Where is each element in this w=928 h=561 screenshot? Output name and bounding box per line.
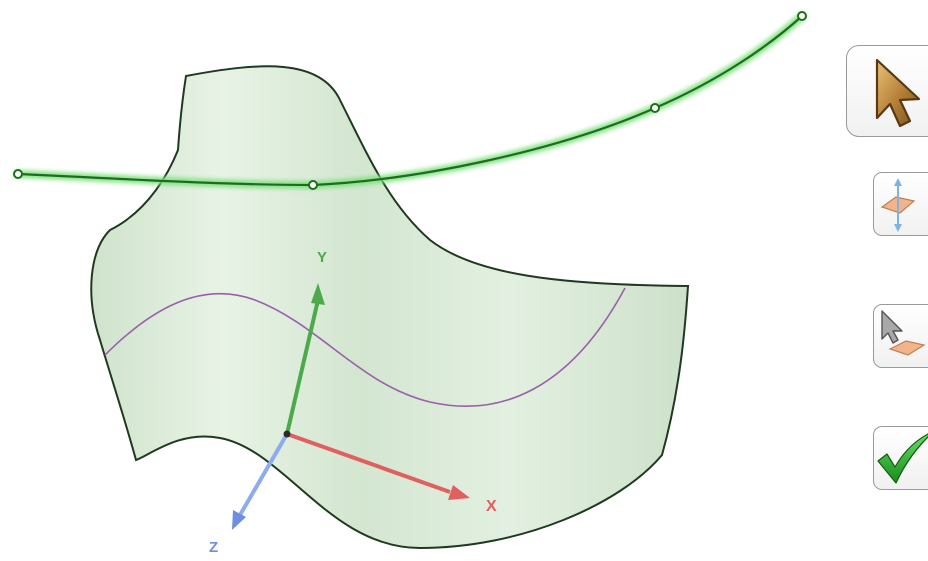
plane-tool-button[interactable] [873, 172, 928, 236]
control-point[interactable] [308, 180, 318, 190]
freeform-surface[interactable] [90, 65, 690, 550]
axis-triad [232, 283, 470, 530]
x-axis-label: X [486, 498, 497, 515]
arrow-cursor-icon [875, 58, 921, 128]
control-point[interactable] [797, 11, 807, 21]
pick-plane-tool-button[interactable] [873, 304, 928, 368]
select-tool-button[interactable] [846, 45, 928, 137]
control-point[interactable] [13, 169, 23, 179]
spline-curve[interactable] [16, 14, 804, 187]
control-point[interactable] [650, 103, 660, 113]
y-axis-label: Y [317, 249, 327, 266]
z-axis-label: Z [209, 539, 218, 556]
cursor-on-plane-icon [881, 310, 926, 356]
ok-button[interactable] [873, 426, 928, 490]
plane-with-axis-icon [880, 178, 916, 232]
green-checkmark-icon [877, 433, 928, 484]
section-curve[interactable] [104, 287, 626, 407]
